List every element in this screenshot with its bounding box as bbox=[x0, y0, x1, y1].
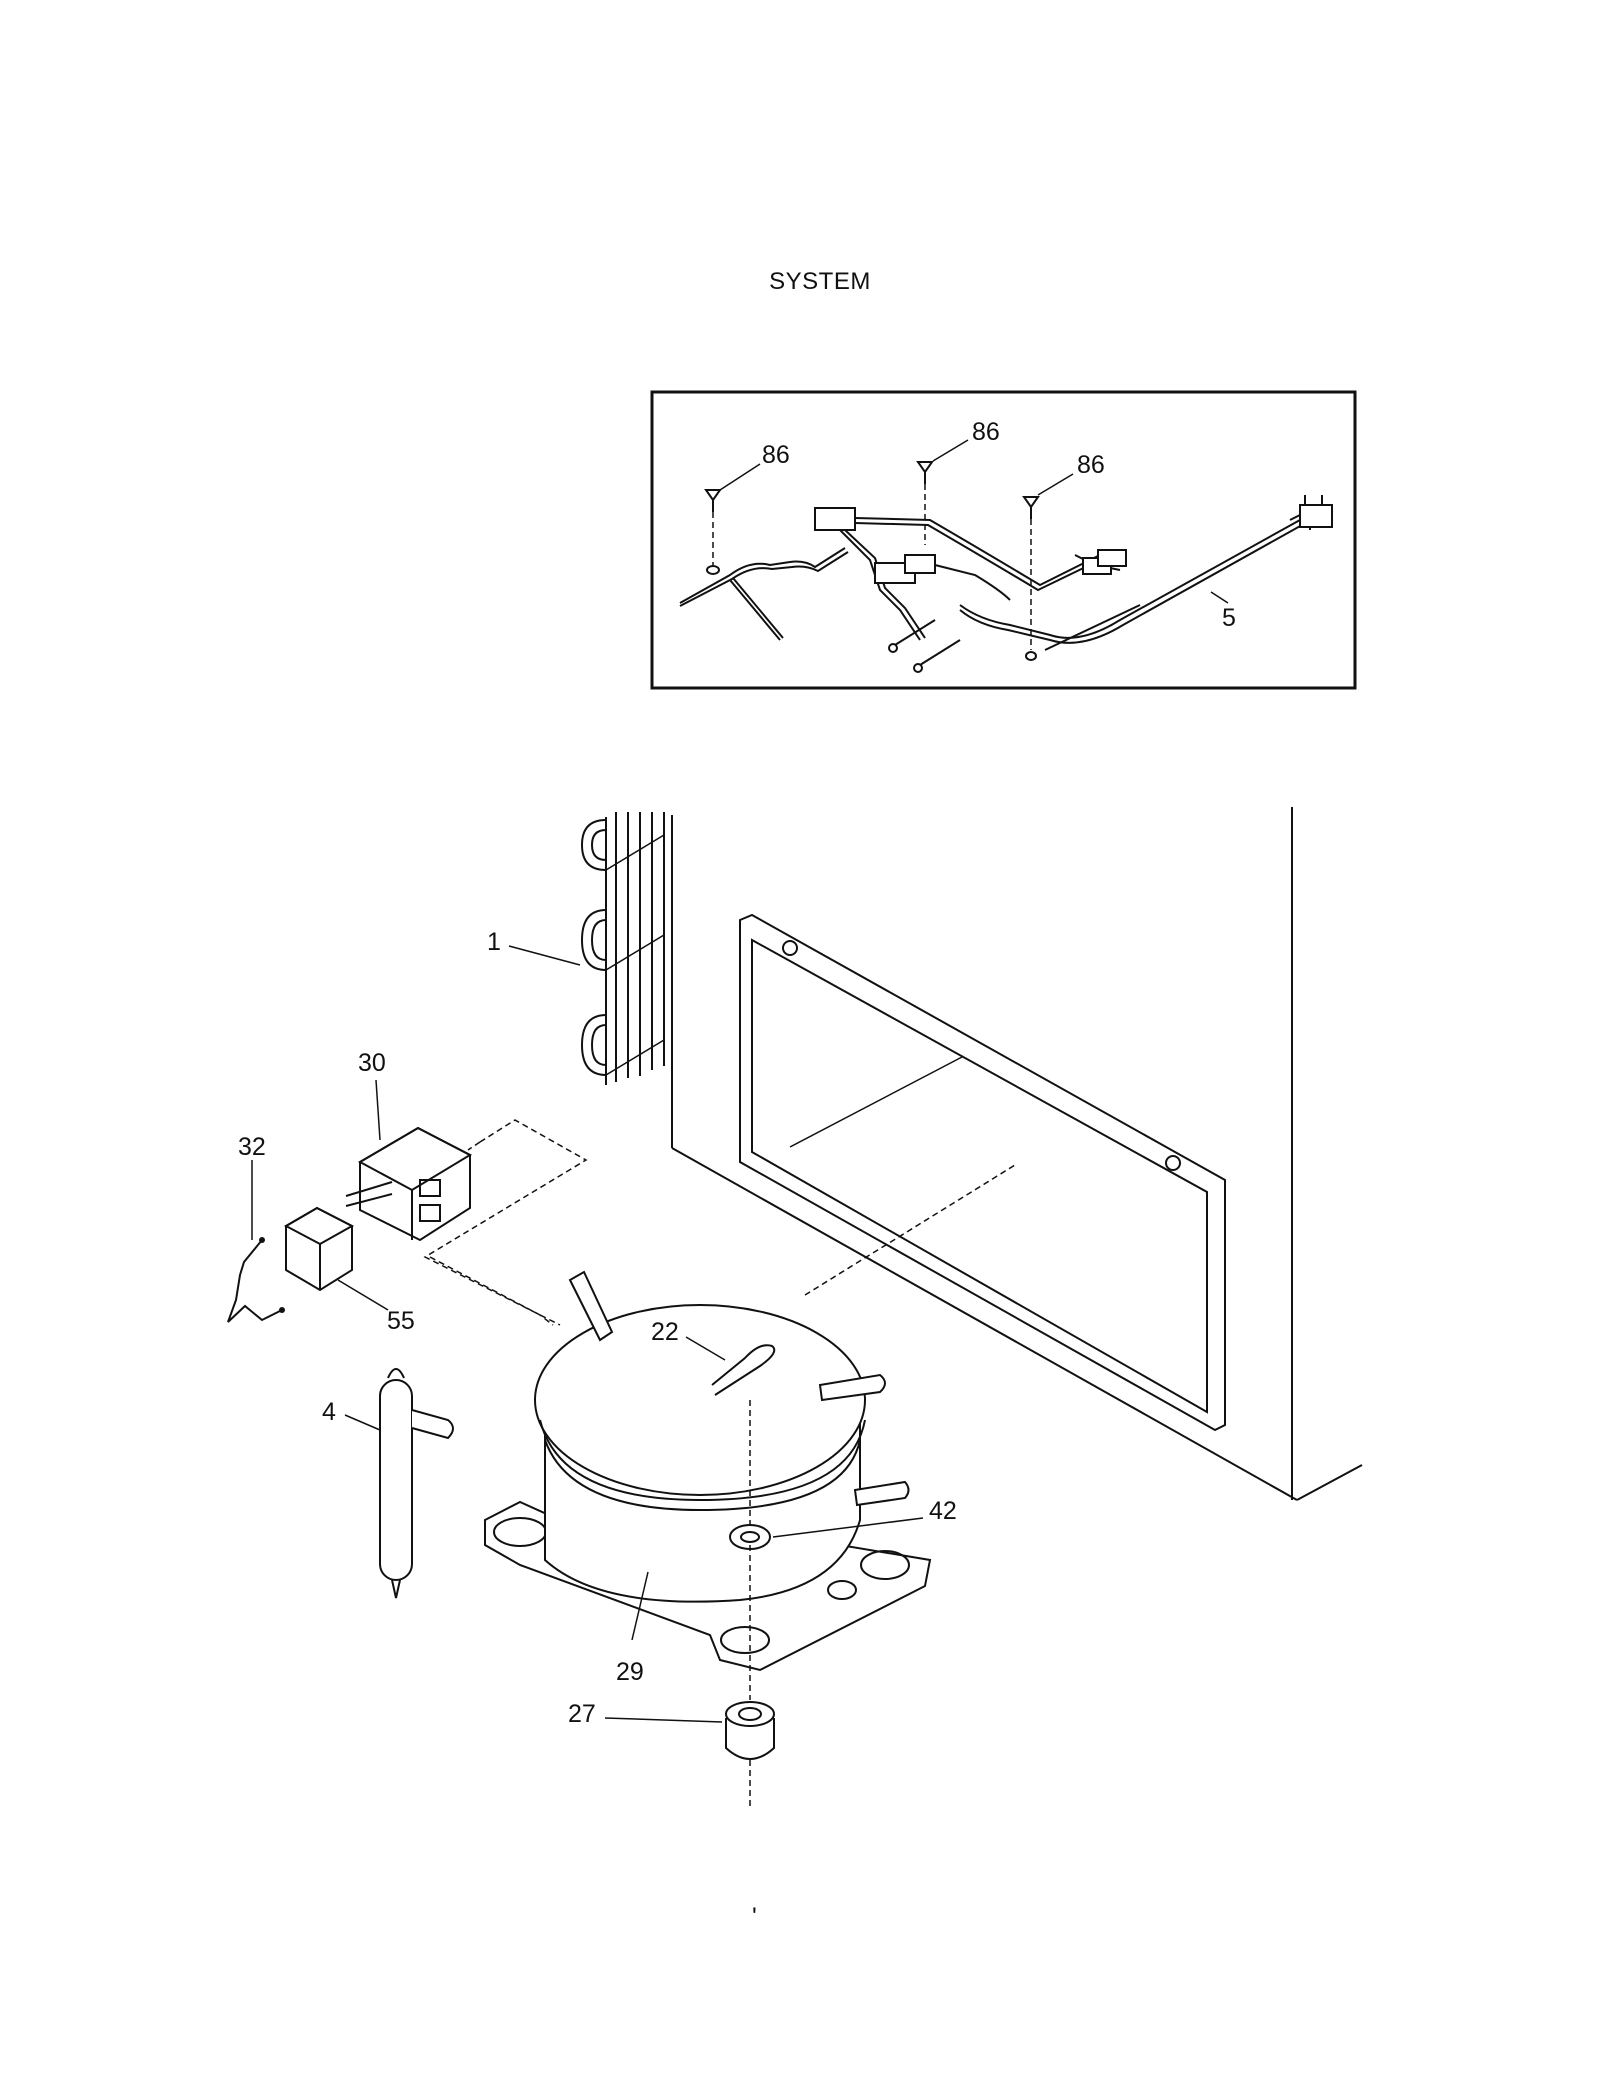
compressor bbox=[484, 1270, 932, 1810]
callout-27: 27 bbox=[568, 1700, 596, 1728]
callout-1: 1 bbox=[487, 928, 501, 956]
start-relay bbox=[345, 1079, 473, 1242]
filter-drier bbox=[344, 1368, 454, 1599]
mounting-dashed-outline bbox=[423, 1119, 588, 1326]
callout-86-a: 86 bbox=[762, 441, 790, 469]
footer-mark: ' bbox=[752, 1903, 757, 1931]
callout-22: 22 bbox=[651, 1318, 679, 1346]
callout-4: 4 bbox=[322, 1398, 336, 1426]
callout-42: 42 bbox=[929, 1497, 957, 1525]
callout-29: 29 bbox=[616, 1658, 644, 1686]
callout-30: 30 bbox=[358, 1049, 386, 1077]
callout-55: 55 bbox=[387, 1307, 415, 1335]
callout-86-c: 86 bbox=[1077, 451, 1105, 479]
rubber-mount bbox=[604, 1701, 775, 1760]
screw-86-right bbox=[1022, 496, 1040, 650]
callout-86-b: 86 bbox=[972, 418, 1000, 446]
cabinet-body bbox=[671, 807, 1363, 1501]
wire-clip bbox=[227, 1160, 285, 1323]
wiring-harness-inset bbox=[650, 390, 1357, 690]
callout-5: 5 bbox=[1222, 604, 1236, 632]
overload-protector bbox=[283, 1206, 389, 1311]
inset-frame bbox=[650, 390, 1357, 690]
screw-86-left bbox=[704, 489, 722, 566]
wire-harness bbox=[679, 495, 1333, 673]
callout-32: 32 bbox=[238, 1133, 266, 1161]
screw-86-middle bbox=[916, 461, 934, 545]
condenser-coil bbox=[508, 812, 665, 1085]
page-title: SYSTEM bbox=[769, 268, 871, 295]
